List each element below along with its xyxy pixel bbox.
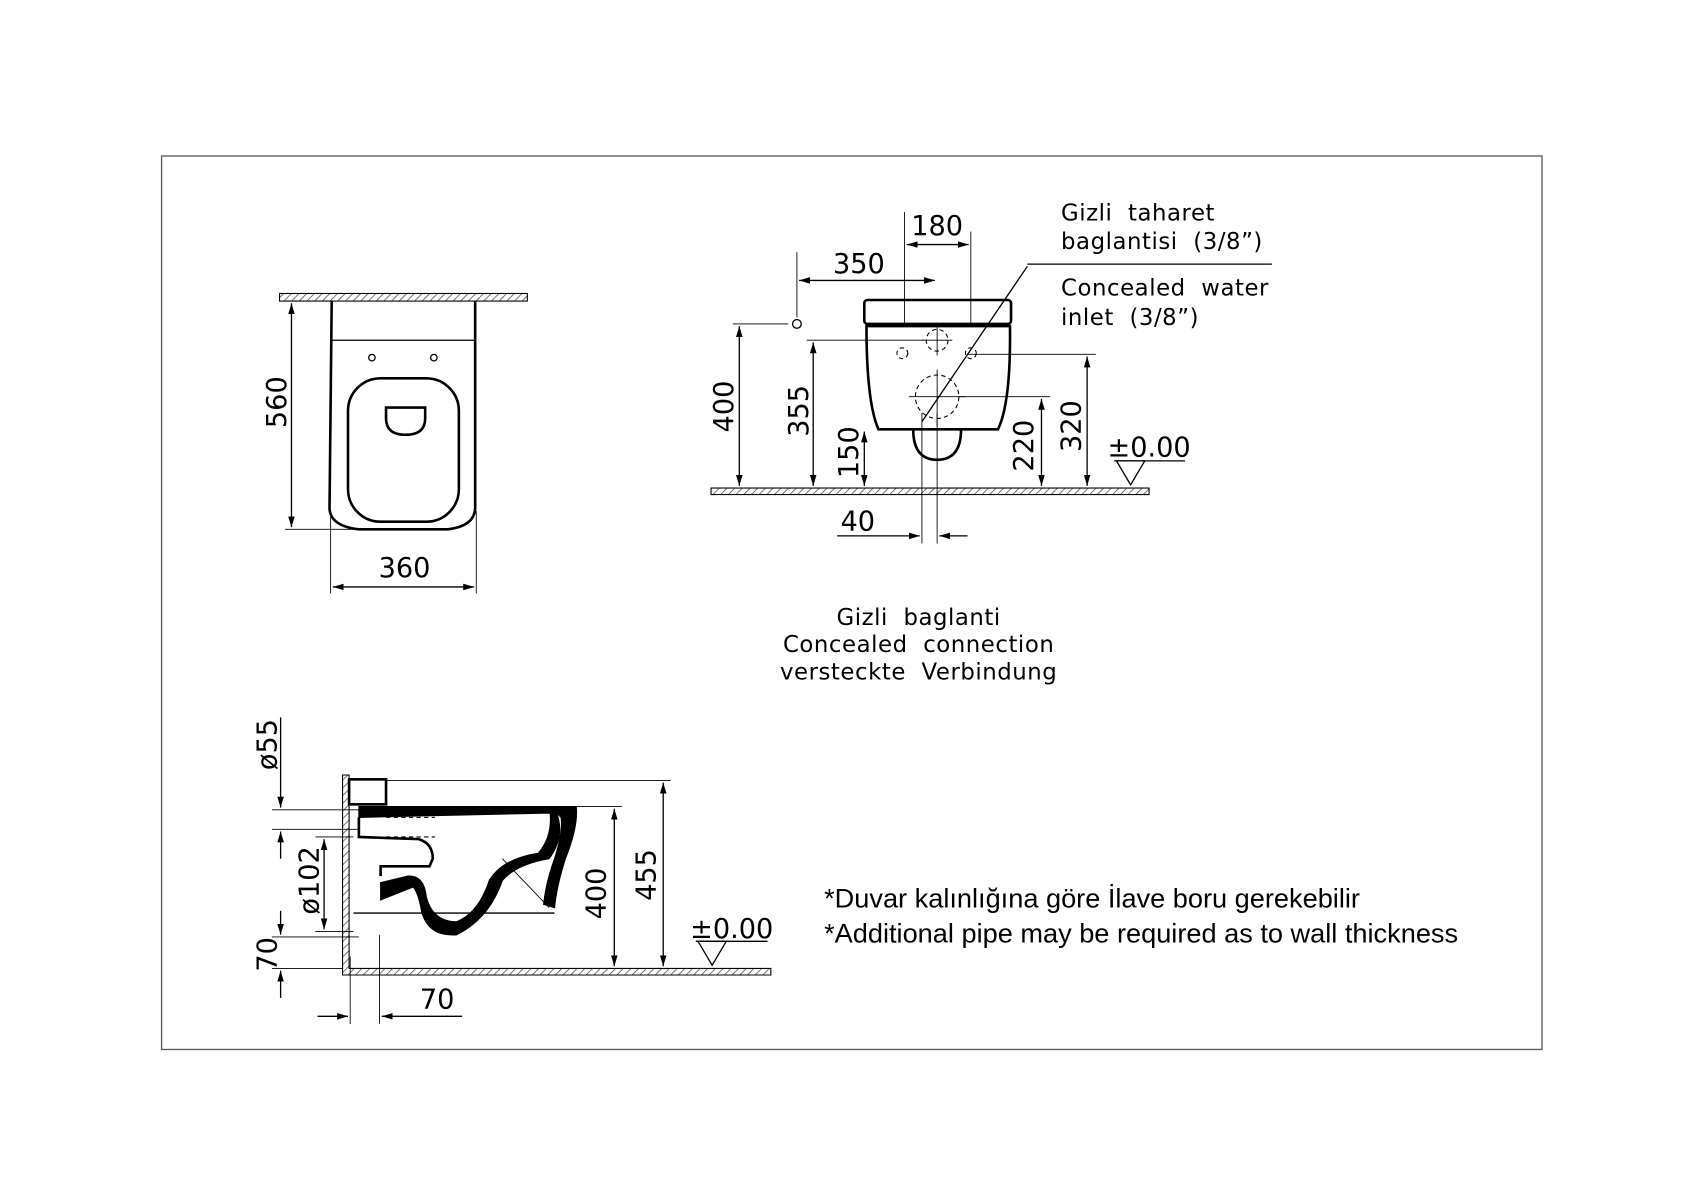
seat-lid (863, 298, 1013, 326)
dim-70-vertical: 70 (252, 937, 283, 972)
dim-40: 40 (841, 506, 876, 537)
level-mark: ±0.00 (1107, 433, 1190, 464)
cistern-connection (347, 778, 388, 806)
dim-width: 360 (379, 553, 431, 584)
dim-d55: ø55 (252, 719, 283, 770)
note-tr: *Duvar kalınlığına göre İlave boru gerek… (824, 883, 1360, 914)
toilet-outline-top (328, 301, 477, 531)
callout-tr-1: Gizli taharet (1061, 201, 1215, 227)
connection-label-tr: Gizli baglanti (836, 605, 1000, 631)
top-view: 560 360 (262, 292, 528, 594)
connection-label: Gizli baglanti Concealed connection vers… (780, 605, 1057, 685)
bowl-opening (384, 406, 427, 437)
connection-label-en: Concealed connection (783, 632, 1054, 658)
dim-70-horizontal: 70 (420, 985, 455, 1016)
fixing-hole (367, 353, 376, 362)
toilet-body-side (358, 805, 578, 936)
dim-355: 355 (784, 385, 815, 437)
connection-label-de: versteckte Verbindung (780, 659, 1057, 685)
toilet-body-front (865, 324, 1012, 431)
dim-350: 350 (833, 249, 885, 280)
dim-150: 150 (834, 426, 865, 478)
wall-and-floor (342, 774, 772, 976)
dim-d102: ø102 (295, 846, 326, 914)
front-view: 180 350 400 355 150 220 320 ±0.00 40 (709, 201, 1272, 544)
dim-320: 320 (1057, 400, 1088, 452)
inlet-point (791, 318, 802, 329)
level-mark-side: ±0.00 (690, 914, 773, 945)
dim-180: 180 (911, 211, 963, 242)
dim-depth: 560 (262, 376, 293, 428)
callout-en-1: Concealed water (1061, 276, 1269, 302)
callout-tr-2: baglantisi (3/8”) (1061, 229, 1263, 255)
dim-400-side: 400 (582, 868, 613, 920)
side-view: ø55 ø102 70 400 455 ±0.00 70 (252, 717, 773, 1024)
fixing-hole (429, 353, 438, 362)
seat-outline (346, 376, 461, 524)
callout-en-2: inlet (3/8”) (1061, 305, 1199, 331)
drawing-frame (160, 155, 1543, 1051)
dim-220: 220 (1009, 420, 1040, 472)
dim-400: 400 (709, 381, 740, 433)
floor (710, 487, 1150, 496)
note-en: *Additional pipe may be required as to w… (824, 917, 1458, 948)
dim-455: 455 (632, 849, 663, 901)
wall (278, 292, 528, 302)
